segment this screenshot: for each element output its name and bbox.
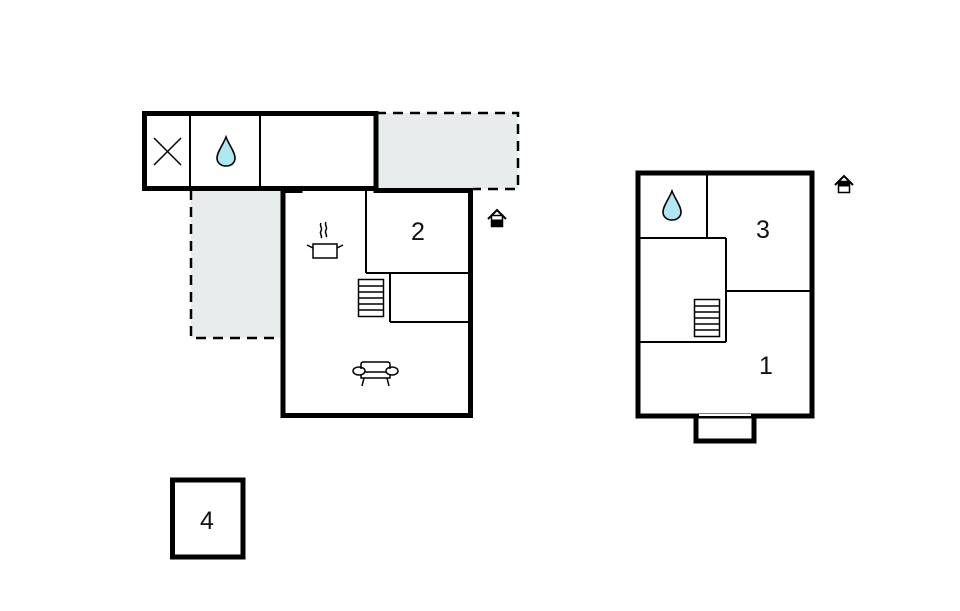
room-label-4: 4	[200, 507, 214, 535]
cooking-pot-icon	[306, 221, 344, 259]
service-strip	[142, 111, 379, 191]
annex-plan: 4	[170, 477, 246, 560]
water-drop-icon	[216, 134, 236, 167]
toilet-x-icon	[153, 137, 182, 166]
porch	[693, 413, 757, 444]
sofa-icon	[352, 361, 399, 387]
stairs-icon	[357, 278, 385, 318]
terrace-east	[376, 111, 520, 191]
stairs-icon	[693, 298, 721, 338]
room-label-1: 1	[759, 352, 773, 380]
room-label-2: 2	[411, 218, 425, 246]
upper-floor-plan: 3 1	[635, 170, 854, 444]
water-drop-icon	[662, 188, 682, 221]
main-building-ground	[280, 188, 473, 418]
ground-floor-plan: 2	[142, 111, 520, 418]
entrance-icon	[487, 208, 507, 228]
terrace-west	[189, 190, 282, 340]
entrance-icon	[834, 174, 854, 194]
room-label-3: 3	[756, 216, 770, 244]
